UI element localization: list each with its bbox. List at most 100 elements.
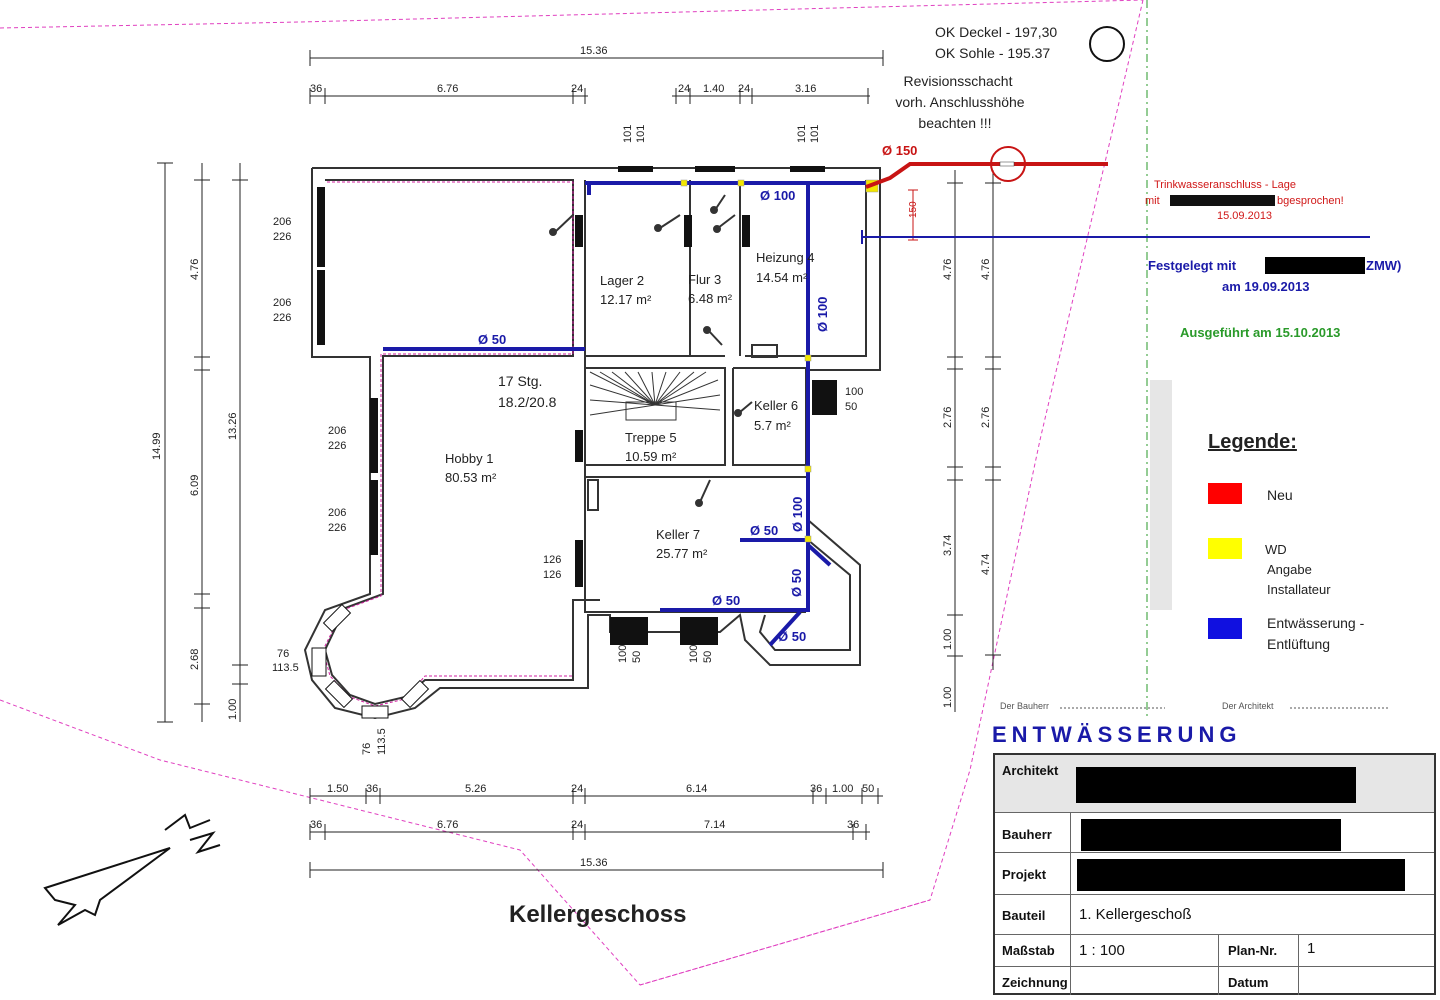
drawing-title: Kellergeschoss (509, 901, 686, 928)
dim-win-top-3: 101 (796, 125, 808, 143)
legend-label-neu: Neu (1267, 487, 1293, 503)
bottom-dimension-lines (309, 788, 884, 878)
dim-bay-d: 113.5 (376, 728, 388, 755)
redaction-architekt (1076, 767, 1356, 803)
titleblock-heading: ENTWÄSSERUNG (992, 722, 1241, 747)
right-dimension-lines (947, 170, 1001, 712)
dim-bottom-h: 50 (862, 783, 874, 795)
revision-note-3: beachten !!! (918, 115, 991, 131)
dim-right-h: 1.00 (942, 687, 954, 708)
key-datum: Datum (1221, 967, 1299, 995)
dim-bottom-b: 36 (366, 783, 378, 795)
dim-win-inner-a: 126 (543, 554, 561, 566)
windows (311, 166, 837, 719)
dim-bottom-g: 1.00 (832, 783, 853, 795)
dim-win-top-1: 101 (622, 125, 634, 143)
dim-bottom2-d: 7.14 (704, 819, 725, 831)
pipe-label-d50-bay: Ø 50 (778, 629, 806, 644)
dim-win-left-3a: 206 (328, 425, 346, 437)
dim-bay-a: 76 (277, 648, 289, 660)
room-area-keller7: 25.77 m² (656, 546, 708, 561)
room-name-hobby: Hobby 1 (445, 451, 493, 466)
revision-note-1: Revisionsschacht (904, 73, 1013, 89)
dim-right-b: 4.76 (980, 259, 992, 280)
festgelegt-text-a: Festgelegt mit (1148, 258, 1237, 273)
staircase (589, 371, 721, 421)
dim-bay-c: 76 (361, 743, 373, 755)
pipe-label-d150: Ø 150 (882, 143, 917, 158)
dim-win-left-4b: 226 (328, 522, 346, 534)
dim-top-d: 24 (678, 83, 690, 95)
ausgefuehrt-text: Ausgeführt am 15.10.2013 (1180, 325, 1340, 340)
legend-swatch-blue (1208, 618, 1242, 639)
legend-label-wd-1: WD (1265, 542, 1287, 557)
ok-sohle-text: OK Sohle - 195.37 (935, 45, 1050, 61)
trinkwasser-note-2b: bgesprochen! (1277, 195, 1344, 207)
dim-k7-win2-b: 50 (702, 651, 714, 663)
dim-bottom-f: 36 (810, 783, 822, 795)
dim-left-c: 2.68 (189, 649, 201, 670)
revision-note-2: vorh. Anschlusshöhe (895, 94, 1024, 110)
row-zeichnung: Zeichnung Datum (995, 967, 1434, 995)
dim-top-g: 3.16 (795, 83, 816, 95)
dim-left-total: 14.99 (151, 432, 163, 460)
room-name-heizung: Heizung 4 (756, 250, 815, 265)
hobby-outline (322, 181, 574, 707)
pipe-label-d50-keller7: Ø 50 (750, 523, 778, 538)
room-area-treppe: 10.59 m² (625, 449, 677, 464)
redaction-projekt (1077, 859, 1405, 891)
dim-keller6-win-b: 50 (845, 401, 857, 413)
dim-right-g: 1.00 (942, 629, 954, 650)
legend-label-wd-2: Angabe (1267, 562, 1312, 577)
legend-heading: Legende: (1208, 431, 1297, 453)
dim-top-f: 24 (738, 83, 750, 95)
room-area-keller6: 5.7 m² (754, 418, 792, 433)
dim-bottom-total: 15.36 (580, 857, 608, 869)
redaction-bauherr (1081, 819, 1341, 851)
trinkwasser-date: 15.09.2013 (1217, 210, 1272, 222)
dim-left-d: 1.00 (227, 699, 239, 720)
pipe-label-d50-bottom: Ø 50 (712, 593, 740, 608)
dim-right-c: 2.76 (942, 407, 954, 428)
dim-right-f: 4.74 (980, 554, 992, 575)
dim-bottom2-a: 36 (310, 819, 322, 831)
fixture-symbols (549, 194, 778, 511)
dim-keller6-win-a: 100 (845, 386, 863, 398)
key-architekt: Architekt (1002, 763, 1059, 778)
dim-left-a: 4.76 (189, 259, 201, 280)
room-name-flur: Flur 3 (688, 272, 721, 287)
room-name-treppe: Treppe 5 (625, 430, 677, 445)
key-projekt: Projekt (995, 853, 1071, 894)
room-area-heizung: 14.54 m² (756, 270, 808, 285)
value-zeichnung (1079, 967, 1219, 995)
signature-architekt: Der Architekt (1222, 701, 1274, 711)
festgelegt-date: am 19.09.2013 (1222, 279, 1309, 294)
value-plannr: 1 (1307, 940, 1316, 957)
pipe-label-d100-top: Ø 100 (760, 188, 795, 203)
dim-win-left-1b: 226 (273, 231, 291, 243)
legend-swatch-yellow (1208, 538, 1242, 559)
top-dimension-lines (309, 50, 884, 104)
water-supply-pipe (865, 162, 1108, 189)
stairs-ratio: 18.2/20.8 (498, 394, 557, 410)
room-area-hobby: 80.53 m² (445, 470, 497, 485)
dim-bottom-e: 6.14 (686, 783, 707, 795)
pipe-label-150-vertical: 150 (908, 201, 919, 218)
pipe-label-d50-vertical: Ø 50 (789, 569, 804, 597)
value-bauteil: 1. Kellergeschoß (1079, 906, 1192, 923)
dim-win-left-2a: 206 (273, 297, 291, 309)
dim-bottom-a: 1.50 (327, 783, 348, 795)
dim-bottom-d: 24 (571, 783, 583, 795)
trinkwasser-note-1: Trinkwasseranschluss - Lage (1154, 179, 1296, 191)
dim-bottom-c: 5.26 (465, 783, 486, 795)
room-name-keller7: Keller 7 (656, 527, 700, 542)
ok-deckel-text: OK Deckel - 197,30 (935, 24, 1057, 40)
stairs-count: 17 Stg. (498, 373, 542, 389)
row-bauherr: Bauherr (995, 813, 1434, 853)
row-massstab: Maßstab 1 : 100 Plan-Nr. 1 (995, 935, 1434, 967)
legend-label-ent-2: Entlüftung (1267, 636, 1330, 652)
pipe-label-d50-hobby: Ø 50 (478, 332, 506, 347)
wd-markers (680, 179, 879, 543)
north-arrow-icon (43, 813, 221, 926)
